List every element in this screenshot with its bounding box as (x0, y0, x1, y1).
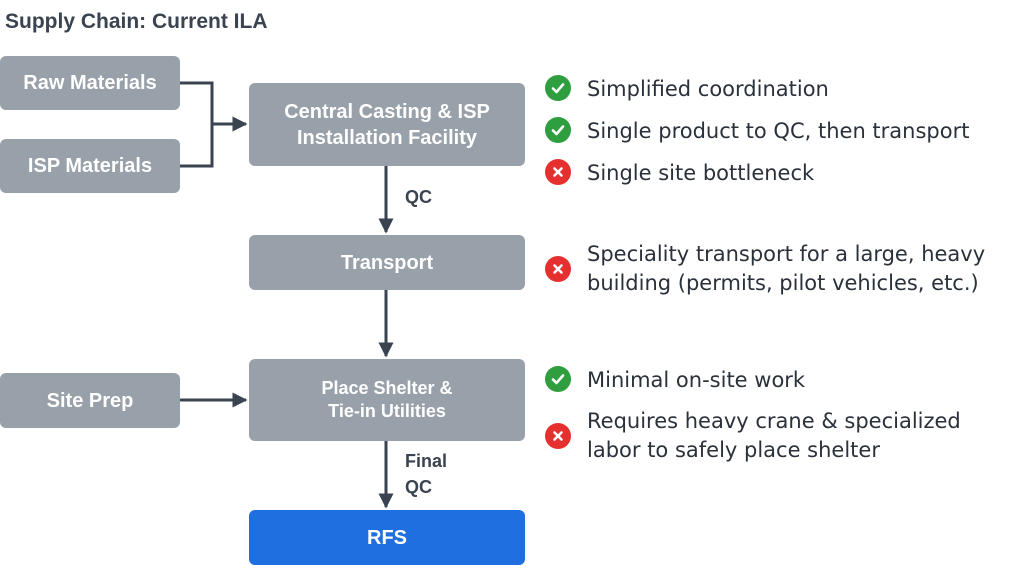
transport-node: Transport (249, 235, 525, 290)
note-single-site-bottleneck: Single site bottleneck (545, 159, 814, 188)
note-text-line1: Speciality transport for a large, heavy (587, 242, 986, 266)
x-circle-icon (545, 256, 571, 282)
final-qc-line1: Final (405, 451, 448, 471)
note-text-line1: Requires heavy crane & specialized (587, 409, 961, 433)
isp-materials-connector (180, 124, 214, 168)
qc-edge-label: QC (405, 187, 432, 207)
check-circle-icon (545, 366, 571, 392)
note-text: Single product to QC, then transport (587, 119, 970, 143)
note-heavy-crane: Requires heavy crane & specialized labor… (545, 407, 961, 465)
site-prep-node: Site Prep (0, 373, 180, 428)
place-shelter-node: Place Shelter & Tie-in Utilities (249, 359, 525, 441)
rfs-node: RFS (249, 510, 525, 565)
note-minimal-onsite-work: Minimal on-site work (545, 366, 805, 395)
final-qc-edge-label: Final QC (405, 448, 447, 500)
central-casting-line1: Central Casting & ISP (284, 100, 490, 123)
raw-materials-node: Raw Materials (0, 56, 180, 110)
note-text-line2: building (permits, pilot vehicles, etc.) (587, 271, 979, 295)
diagram-title: Supply Chain: Current ILA (5, 10, 268, 33)
note-text: Single site bottleneck (587, 161, 815, 185)
central-casting-node: Central Casting & ISP Installation Facil… (249, 83, 525, 166)
note-single-product: Single product to QC, then transport (545, 117, 969, 146)
note-specialty-transport: Speciality transport for a large, heavy … (545, 240, 985, 298)
note-simplified-coordination: Simplified coordination (545, 75, 829, 104)
note-text: Minimal on-site work (587, 368, 806, 392)
place-shelter-line2: Tie-in Utilities (328, 401, 446, 421)
central-casting-line2: Installation Facility (296, 126, 478, 149)
raw-materials-connector (180, 81, 214, 124)
check-circle-icon (545, 117, 571, 143)
x-circle-icon (545, 159, 571, 185)
check-circle-icon (545, 75, 571, 101)
note-text: Simplified coordination (587, 77, 829, 101)
final-qc-line2: QC (405, 477, 432, 497)
isp-materials-node: ISP Materials (0, 139, 180, 193)
note-text-line2: labor to safely place shelter (587, 438, 880, 462)
place-shelter-line1: Place Shelter & (321, 377, 453, 398)
x-circle-icon (545, 423, 571, 449)
